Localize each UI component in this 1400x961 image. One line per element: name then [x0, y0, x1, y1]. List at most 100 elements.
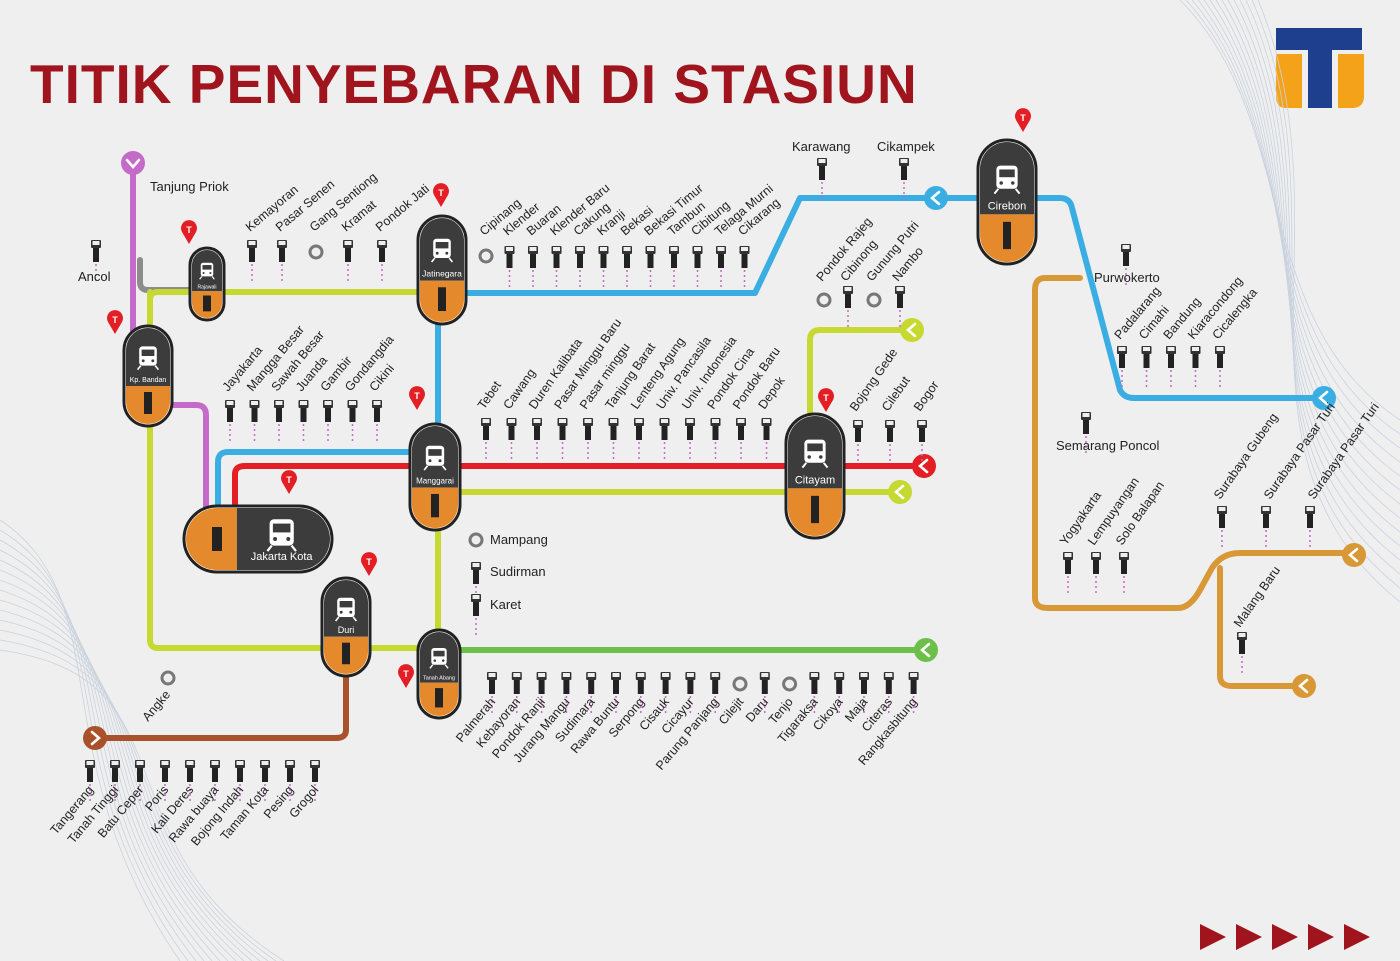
location-pin-icon: T	[818, 388, 835, 412]
bekasi-timur-kiosk-icon	[645, 246, 656, 288]
station-label-purwokerto: Purwokerto	[1094, 270, 1160, 285]
cikampek-kiosk-icon	[899, 158, 909, 200]
hub-manggarai: Manggarai	[408, 422, 462, 532]
station-label-karawang: Karawang	[792, 139, 851, 154]
tanah-tinggi-kiosk-icon	[110, 760, 120, 802]
location-pin-icon: T	[1015, 108, 1031, 132]
location-pin-icon: T	[397, 664, 414, 688]
ancol-kiosk-icon	[91, 240, 101, 282]
page-title: TITIK PENYEBARAN DI STASIUN	[30, 53, 918, 115]
station-label-mampang: Mampang	[490, 532, 548, 547]
cicayur-kiosk-icon	[685, 672, 696, 714]
jurang-mangu-kiosk-icon	[561, 672, 572, 714]
line-terminus-arrow	[121, 151, 145, 175]
gambir-kiosk-icon	[323, 400, 333, 442]
parung-panjang-kiosk-icon	[710, 672, 721, 714]
line-terminus-arrow	[83, 726, 107, 750]
surabaya-pasar-turi-1-kiosk-icon	[1261, 506, 1271, 548]
hub-label: Tanah Abang	[423, 675, 455, 681]
station-label-semarang-poncol: Semarang Poncol	[1056, 438, 1159, 453]
bojong-gede-kiosk-icon	[853, 420, 863, 462]
location-pin-icon: T	[360, 552, 377, 576]
tanjung-barat-kiosk-icon	[608, 418, 619, 460]
tenjo-station-ring	[782, 676, 798, 692]
line-terminus-arrow	[912, 454, 936, 478]
train-icon	[801, 439, 829, 469]
location-pin-icon: T	[180, 220, 197, 244]
hub-kp-bandan: Kp. Bandan	[122, 324, 174, 428]
cikarang-kiosk-icon	[739, 246, 750, 288]
mangga-besar-kiosk-icon	[249, 400, 260, 442]
station-label-daru: Daru	[743, 695, 771, 725]
station-label-karet: Karet	[490, 597, 521, 612]
tambun-kiosk-icon	[669, 246, 679, 288]
cakung-kiosk-icon	[575, 246, 585, 288]
jayakarta-kiosk-icon	[225, 400, 235, 442]
svg-text:T: T	[1020, 113, 1026, 123]
maja-kiosk-icon	[859, 672, 869, 714]
duren-kalibata-kiosk-icon	[532, 418, 542, 460]
station-label-tebet: Tebet	[475, 378, 504, 412]
line-terminus-arrow	[924, 186, 948, 210]
kemayoran-kiosk-icon	[247, 240, 257, 282]
surabaya-gubeng-0-kiosk-icon	[1217, 506, 1227, 548]
station-label-cilebut: Cilebut	[879, 373, 913, 413]
kebayoran-kiosk-icon	[511, 672, 522, 714]
pasar-minggu-kiosk-icon	[583, 418, 593, 460]
line-blue-kota	[215, 449, 415, 533]
klender-baru-kiosk-icon	[551, 246, 562, 288]
daru-kiosk-icon	[759, 672, 770, 714]
hub-label: Kp. Bandan	[130, 377, 167, 384]
hub-cirebon: Cirebon	[976, 138, 1038, 266]
location-pin-icon: T	[409, 386, 425, 410]
svg-text:T: T	[186, 225, 192, 235]
line-terminus-arrow	[1312, 386, 1336, 410]
kranji-kiosk-icon	[598, 246, 609, 288]
line-blue-main	[457, 195, 981, 296]
purwokerto-kiosk-icon	[1121, 244, 1131, 286]
train-icon	[430, 238, 454, 263]
lempuyangan-kiosk-icon	[1091, 552, 1101, 594]
station-label-cikampek: Cikampek	[877, 139, 935, 154]
location-pin-icon: T	[433, 183, 449, 207]
univ-indonesia-kiosk-icon	[685, 418, 695, 460]
line-red	[232, 463, 925, 533]
pesing-kiosk-icon	[285, 760, 295, 802]
svg-text:T: T	[286, 475, 292, 485]
line-orange-malang	[1217, 565, 1305, 689]
mampang-station-ring	[468, 532, 484, 548]
pasar-minggu-baru-kiosk-icon	[557, 418, 568, 460]
train-icon	[334, 597, 358, 622]
bandung-kiosk-icon	[1166, 346, 1176, 388]
hub-jakarta-kota: Jakarta Kota	[182, 504, 334, 574]
line-terminus-arrow	[888, 480, 912, 504]
line-terminus-arrow	[1342, 543, 1366, 567]
line-terminus-arrow	[914, 638, 938, 662]
station-label-sudirman: Sudirman	[490, 564, 546, 579]
gondangdia-kiosk-icon	[347, 400, 358, 442]
sawah-besar-kiosk-icon	[274, 400, 284, 442]
svg-text:T: T	[112, 315, 118, 325]
rawa-buntu-kiosk-icon	[611, 672, 621, 714]
cilejit-station-ring	[732, 676, 748, 692]
kali-deres-kiosk-icon	[185, 760, 195, 802]
next-arrows-decoration	[1200, 924, 1370, 950]
line-terminus-arrow	[900, 318, 924, 342]
cibinong-kiosk-icon	[843, 286, 853, 328]
train-icon	[136, 346, 160, 371]
hub-duri: Duri	[320, 576, 372, 678]
svg-text:T: T	[438, 188, 444, 198]
pondok-jati-kiosk-icon	[377, 240, 387, 282]
train-icon	[199, 262, 215, 280]
line-terminus-arrow	[1292, 674, 1316, 698]
brand-logo	[1276, 28, 1364, 108]
citeras-kiosk-icon	[883, 672, 894, 714]
line-orange	[1032, 275, 1355, 611]
cibitung-kiosk-icon	[692, 246, 703, 288]
svg-text:T: T	[823, 393, 829, 403]
line-yellow-bogorbranch	[807, 327, 913, 443]
station-label-cilejit: Cilejit	[716, 695, 747, 728]
semarang-poncol-kiosk-icon	[1081, 412, 1091, 454]
hub-label: Citayam	[795, 474, 835, 486]
yogyakarta-kiosk-icon	[1063, 552, 1073, 594]
